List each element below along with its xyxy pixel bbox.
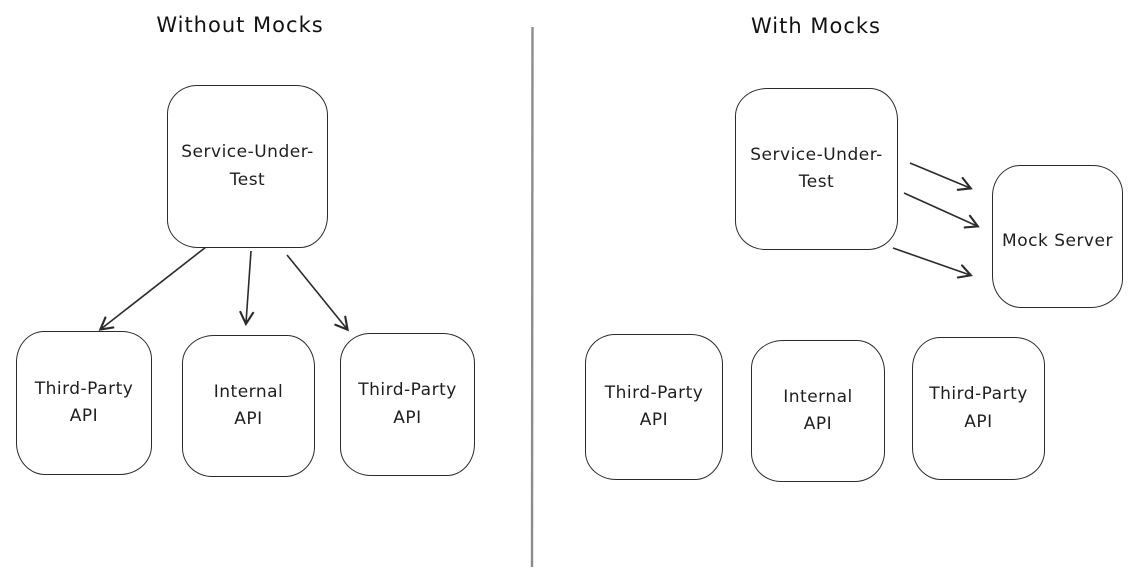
arrow-sut-to-mock-server-2 <box>903 192 977 226</box>
arrow-sut-to-mock-server-1 <box>909 162 970 188</box>
arrow-sut-to-internal <box>246 250 251 323</box>
arrow-sut-to-third-party-right <box>286 254 347 329</box>
mock-server-label: Mock Server <box>1002 230 1113 251</box>
api-label-line1: Third-Party <box>604 382 704 403</box>
api-label-line2: API <box>69 406 99 426</box>
panel-divider-line <box>530 26 534 568</box>
arrow-sut-to-third-party-left <box>101 246 207 329</box>
api-label-line1: Internal <box>213 381 284 402</box>
api-label-line1: Internal <box>783 386 853 407</box>
api-label-line1: Third-Party <box>358 380 457 401</box>
internal-api-box-right: Internal API <box>751 340 885 482</box>
service-under-test-label-line1: Service-Under- <box>750 144 883 165</box>
service-under-test-box-left: Service-Under- Test <box>167 85 328 248</box>
without-mocks-title: Without Mocks <box>156 13 324 37</box>
internal-api-box-left: Internal API <box>182 335 315 477</box>
arrow-sut-to-mock-server-3 <box>892 247 970 275</box>
api-label-line1: Third-Party <box>34 378 134 399</box>
mock-server-box: Mock Server <box>992 165 1123 308</box>
third-party-api-box-left-1: Third-Party API <box>16 331 152 475</box>
api-label-line2: API <box>234 409 263 429</box>
api-label-line2: API <box>639 410 669 430</box>
api-label-line2: API <box>964 411 993 432</box>
with-mocks-title: With Mocks <box>751 14 881 38</box>
service-under-test-label-line1: Service-Under- <box>181 142 314 163</box>
api-label-line2: API <box>803 414 833 434</box>
api-label-line2: API <box>393 407 422 428</box>
service-under-test-label-line2: Test <box>229 169 266 190</box>
third-party-api-box-left-2: Third-Party API <box>340 333 475 476</box>
service-under-test-box-right: Service-Under- Test <box>735 88 898 250</box>
third-party-api-box-right-2: Third-Party API <box>912 337 1045 480</box>
service-under-test-label-line2: Test <box>798 172 835 192</box>
third-party-api-box-right-1: Third-Party API <box>585 334 723 480</box>
api-label-line1: Third-Party <box>929 384 1028 405</box>
